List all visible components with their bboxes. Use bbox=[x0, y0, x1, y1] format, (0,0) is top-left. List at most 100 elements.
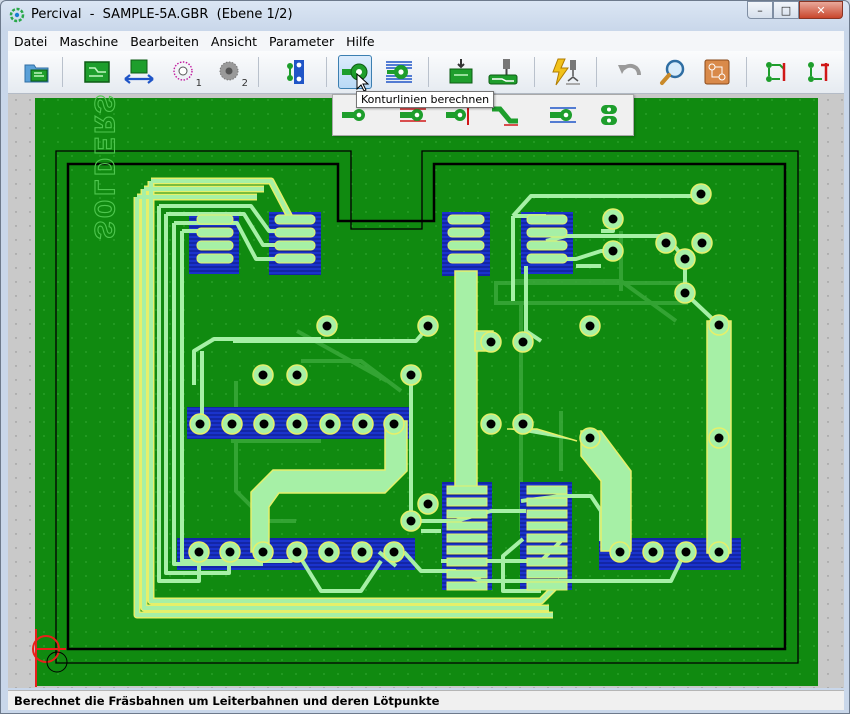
flip-arrows-icon bbox=[124, 59, 154, 84]
minimize-button[interactable]: – bbox=[747, 1, 773, 19]
pcb-canvas[interactable]: SOLDERSIDE 01 bbox=[8, 94, 844, 688]
target-2-icon bbox=[219, 61, 239, 81]
board-inner-outline bbox=[66, 162, 787, 651]
drill-hole bbox=[585, 433, 595, 443]
drill-hole bbox=[389, 419, 399, 429]
engrave-button[interactable] bbox=[548, 55, 582, 89]
drill-hole bbox=[259, 419, 269, 429]
origin-marker-icon bbox=[32, 629, 68, 687]
tooltip: Konturlinien berechnen bbox=[356, 91, 495, 108]
mill-icon bbox=[488, 59, 518, 85]
reference-point-2-button[interactable]: 2 bbox=[212, 55, 248, 89]
drill-hole bbox=[608, 214, 618, 224]
drill-hole bbox=[697, 238, 707, 248]
drill-hole bbox=[423, 499, 433, 509]
flyout-contour-bend[interactable] bbox=[489, 99, 521, 131]
lightning-icon bbox=[552, 58, 580, 86]
close-button[interactable]: ✕ bbox=[799, 1, 843, 19]
menu-maschine[interactable]: Maschine bbox=[59, 33, 119, 49]
board-icon bbox=[84, 61, 110, 83]
circuit-icon bbox=[704, 59, 730, 85]
drill-hole bbox=[518, 337, 528, 347]
through-hole-pads bbox=[188, 183, 730, 563]
undo-icon bbox=[618, 63, 641, 76]
reference-1-label: 1 bbox=[195, 78, 202, 89]
drill-board-button[interactable] bbox=[444, 55, 478, 89]
percival-logo-icon bbox=[9, 7, 25, 23]
drill-hole bbox=[406, 370, 416, 380]
undo-button[interactable] bbox=[612, 55, 646, 89]
flyout-contour-double[interactable] bbox=[593, 99, 625, 131]
menu-ansicht[interactable]: Ansicht bbox=[210, 33, 258, 49]
contour-bend-icon bbox=[492, 106, 518, 126]
menu-bearbeiten[interactable]: Bearbeiten bbox=[130, 33, 199, 49]
drill-hole bbox=[322, 321, 332, 331]
contour-single-icon bbox=[342, 109, 365, 121]
board-view-button[interactable] bbox=[80, 55, 114, 89]
drill-hole bbox=[615, 547, 625, 557]
layer1-icon bbox=[766, 62, 786, 82]
drill-hole bbox=[661, 238, 671, 248]
drill-hole bbox=[696, 189, 706, 199]
contour-fill-icon bbox=[386, 61, 412, 83]
pcb-workspace[interactable]: SOLDERSIDE 01 bbox=[8, 94, 844, 688]
maximize-button[interactable]: □ bbox=[773, 1, 799, 19]
status-text: Berechnet die Fräsbahnen um Leiterbahnen… bbox=[14, 693, 440, 708]
drill-hole bbox=[680, 288, 690, 298]
drill-hole bbox=[292, 547, 302, 557]
circuit-button[interactable] bbox=[700, 55, 734, 89]
title-bar[interactable]: Percival - SAMPLE-5A.GBR (Ebene 1/2) – □… bbox=[1, 1, 849, 29]
contour-pad-left-icon bbox=[550, 107, 576, 123]
traces-view-button[interactable] bbox=[278, 55, 312, 89]
drill-hole bbox=[681, 547, 691, 557]
reference-point-1-button[interactable]: 1 bbox=[166, 55, 202, 89]
mouse-cursor-icon bbox=[356, 73, 370, 92]
drill-hole bbox=[486, 419, 496, 429]
magnifier-icon bbox=[660, 59, 685, 85]
drill-hole bbox=[714, 320, 724, 330]
drill-hole bbox=[585, 321, 595, 331]
drill-hole bbox=[680, 254, 690, 264]
drill-hole bbox=[324, 547, 334, 557]
menu-parameter[interactable]: Parameter bbox=[269, 33, 335, 49]
drill-hole bbox=[714, 433, 724, 443]
flyout-contour-offset[interactable] bbox=[397, 99, 429, 131]
contour-offset-icon bbox=[400, 108, 426, 122]
flyout-contour-single[interactable] bbox=[339, 99, 371, 131]
contour-icon bbox=[342, 63, 368, 81]
menu-hilfe[interactable]: Hilfe bbox=[346, 33, 375, 49]
flyout-contour-pad[interactable] bbox=[443, 99, 475, 131]
mirror-button[interactable] bbox=[122, 55, 156, 89]
drill-hole bbox=[406, 516, 416, 526]
drill-hole bbox=[292, 419, 302, 429]
menu-bar: Datei Maschine Bearbeiten Ansicht Parame… bbox=[8, 31, 844, 51]
silkscreen-text: SOLDERSIDE 01 bbox=[85, 94, 119, 239]
layer-1-button[interactable] bbox=[760, 55, 794, 89]
drill-hole bbox=[227, 419, 237, 429]
board-outline bbox=[55, 150, 799, 664]
drill-hole bbox=[608, 246, 618, 256]
reference-2-label: 2 bbox=[241, 78, 248, 89]
folder-board-icon bbox=[24, 64, 49, 83]
mill-button[interactable] bbox=[486, 55, 520, 89]
trace-icon bbox=[287, 60, 304, 84]
layer-2-button[interactable] bbox=[802, 55, 836, 89]
drill-hole bbox=[357, 547, 367, 557]
layer2-icon bbox=[808, 62, 829, 82]
menu-datei[interactable]: Datei bbox=[14, 33, 48, 49]
drill-hole bbox=[292, 370, 302, 380]
drill-hole bbox=[518, 419, 528, 429]
drill-hole bbox=[423, 321, 433, 331]
contour-fill-button[interactable] bbox=[382, 55, 416, 89]
contour-double-icon bbox=[601, 105, 617, 125]
drill-hole bbox=[325, 419, 335, 429]
drill-hole bbox=[194, 547, 204, 557]
zoom-button[interactable] bbox=[656, 55, 690, 89]
drill-hole bbox=[648, 547, 658, 557]
flyout-contour-pad-left[interactable] bbox=[547, 99, 579, 131]
drill-board-icon bbox=[449, 59, 473, 84]
window-title: Percival - SAMPLE-5A.GBR (Ebene 1/2) bbox=[31, 7, 293, 22]
open-file-button[interactable] bbox=[20, 55, 54, 89]
contour-button[interactable] bbox=[338, 55, 372, 89]
